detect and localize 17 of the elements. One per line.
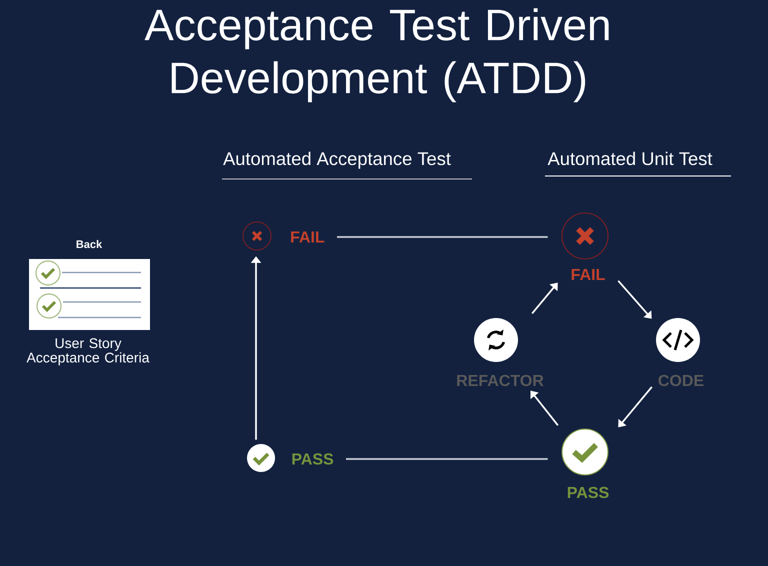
arrow xyxy=(618,280,652,319)
section-heading: Automated Unit Test xyxy=(548,152,712,166)
arrow xyxy=(531,282,558,314)
status-label: REFACTOR xyxy=(457,374,544,386)
section-heading: Automated Acceptance Test xyxy=(223,152,451,169)
connector-line xyxy=(346,458,548,460)
status-label: PASS xyxy=(568,486,609,498)
arrow xyxy=(530,390,559,426)
status-label: FAIL xyxy=(291,232,324,242)
card-heading: Back xyxy=(76,240,102,248)
status-label: PASS xyxy=(292,453,334,465)
connector-line xyxy=(337,236,548,238)
card-label: User Story Acceptance Criteria xyxy=(26,338,150,366)
arrow xyxy=(618,386,652,428)
status-label: CODE xyxy=(658,374,704,386)
status-label: FAIL xyxy=(572,269,605,280)
title: Acceptance Test Driven Development (ATDD) xyxy=(144,8,609,102)
